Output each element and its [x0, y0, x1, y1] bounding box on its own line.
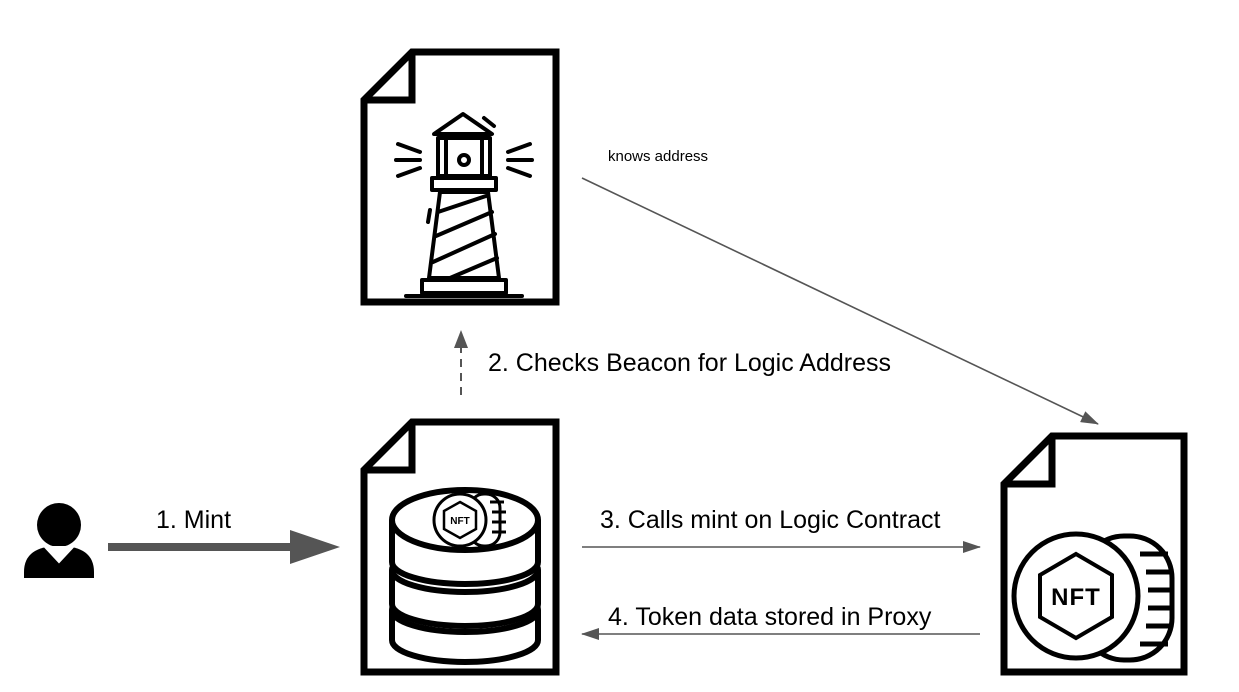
- logic-nft-badge: NFT: [1051, 584, 1101, 611]
- nft-coin-icon: [1011, 531, 1175, 663]
- label-checks-beacon: 2. Checks Beacon for Logic Address: [488, 349, 891, 377]
- arrow-checks-beacon: [454, 330, 468, 395]
- label-token-data: 4. Token data stored in Proxy: [608, 603, 932, 631]
- logic-document: NFT: [1000, 432, 1188, 676]
- database-nft-icon: [389, 487, 541, 665]
- nft-coin-small: [432, 492, 506, 548]
- arrow-knows-address: [581, 177, 1099, 425]
- user-icon: [24, 503, 94, 578]
- label-mint: 1. Mint: [156, 506, 231, 534]
- beacon-document: [360, 48, 560, 306]
- proxy-nft-badge: NFT: [450, 516, 469, 527]
- label-calls-mint: 3. Calls mint on Logic Contract: [600, 506, 940, 534]
- proxy-document: NFT: [360, 418, 560, 676]
- arrow-mint: [108, 530, 340, 564]
- lighthouse-icon: [394, 112, 534, 298]
- label-knows-address: knows address: [608, 148, 708, 165]
